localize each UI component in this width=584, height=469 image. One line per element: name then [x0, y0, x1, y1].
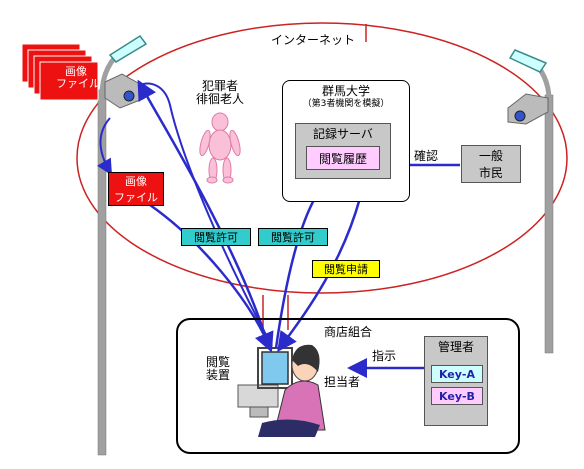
request-label: 閲覧申請: [312, 260, 380, 278]
key-a-box: Key-A: [431, 365, 483, 383]
camera-left: [104, 73, 141, 109]
record-server-box: 記録サーバ 閲覧履歴: [295, 123, 391, 179]
criminal-label-line2: 徘徊老人: [196, 92, 245, 107]
lamp-left: [108, 34, 148, 63]
permit-label-1: 閲覧許可: [181, 228, 251, 246]
union-title: 商店組合: [323, 325, 372, 339]
record-server-label: 記録サーバ: [313, 127, 373, 141]
street-light-left: [97, 34, 148, 456]
browse-history-box: 閲覧履歴: [306, 146, 380, 170]
device-label-line1: 閲覧: [206, 355, 231, 369]
university-box: 群馬大学 （第3者機関を模擬） 記録サーバ 閲覧履歴: [282, 80, 410, 202]
street-light-right: [507, 49, 554, 354]
citizen-label-line1: 一般: [478, 149, 503, 163]
operator-figure: [237, 344, 326, 437]
manager-box: 管理者 Key-A Key-B: [424, 336, 488, 426]
person-label: 担当者: [324, 375, 361, 389]
criminal-label-line1: 犯罪者: [201, 79, 238, 93]
image-stack-label-line1: 画像: [65, 65, 87, 78]
image-box-label-line1: 画像: [125, 175, 147, 188]
university-title: 群馬大学: [321, 84, 370, 98]
arrow-loop-camera: [137, 82, 273, 347]
citizen-box: 一般 市民: [461, 145, 521, 183]
device-label-line2: 装置: [206, 368, 231, 383]
image-box-label-line2: ファイル: [114, 191, 158, 204]
image-file-stack: [21, 43, 99, 101]
monitor-screen: [261, 351, 289, 385]
image-file-box: 画像 ファイル: [108, 172, 164, 206]
instruction-label: 指示: [372, 349, 397, 363]
citizen-label-line2: 市民: [478, 166, 503, 180]
confirm-label: 確認: [414, 149, 439, 163]
internet-ellipse: [76, 22, 568, 294]
device-label: 閲覧 装置: [206, 355, 231, 383]
arrow-device-to-camera: [137, 79, 270, 346]
permit-label-2: 閲覧許可: [258, 228, 328, 246]
image-stack-label-line2: ファイル: [56, 77, 100, 91]
criminal-label: 犯罪者 徘徊老人: [196, 79, 245, 107]
union-box: 商店組合: [176, 318, 520, 454]
internet-label: インターネット: [271, 33, 356, 47]
camera-right: [507, 93, 549, 125]
image-stack-label: 画像 ファイル: [56, 65, 100, 91]
key-b-box: Key-B: [431, 387, 483, 405]
criminal-figure: [199, 112, 241, 184]
pole-left: [97, 89, 107, 456]
lamp-right: [508, 49, 548, 73]
university-subtitle: （第3者機関を模擬）: [302, 99, 390, 109]
arrow-file-to-device: [149, 203, 274, 353]
pole-right: [544, 94, 554, 354]
arrow-camera-to-file: [97, 117, 113, 176]
manager-title: 管理者: [437, 340, 474, 354]
